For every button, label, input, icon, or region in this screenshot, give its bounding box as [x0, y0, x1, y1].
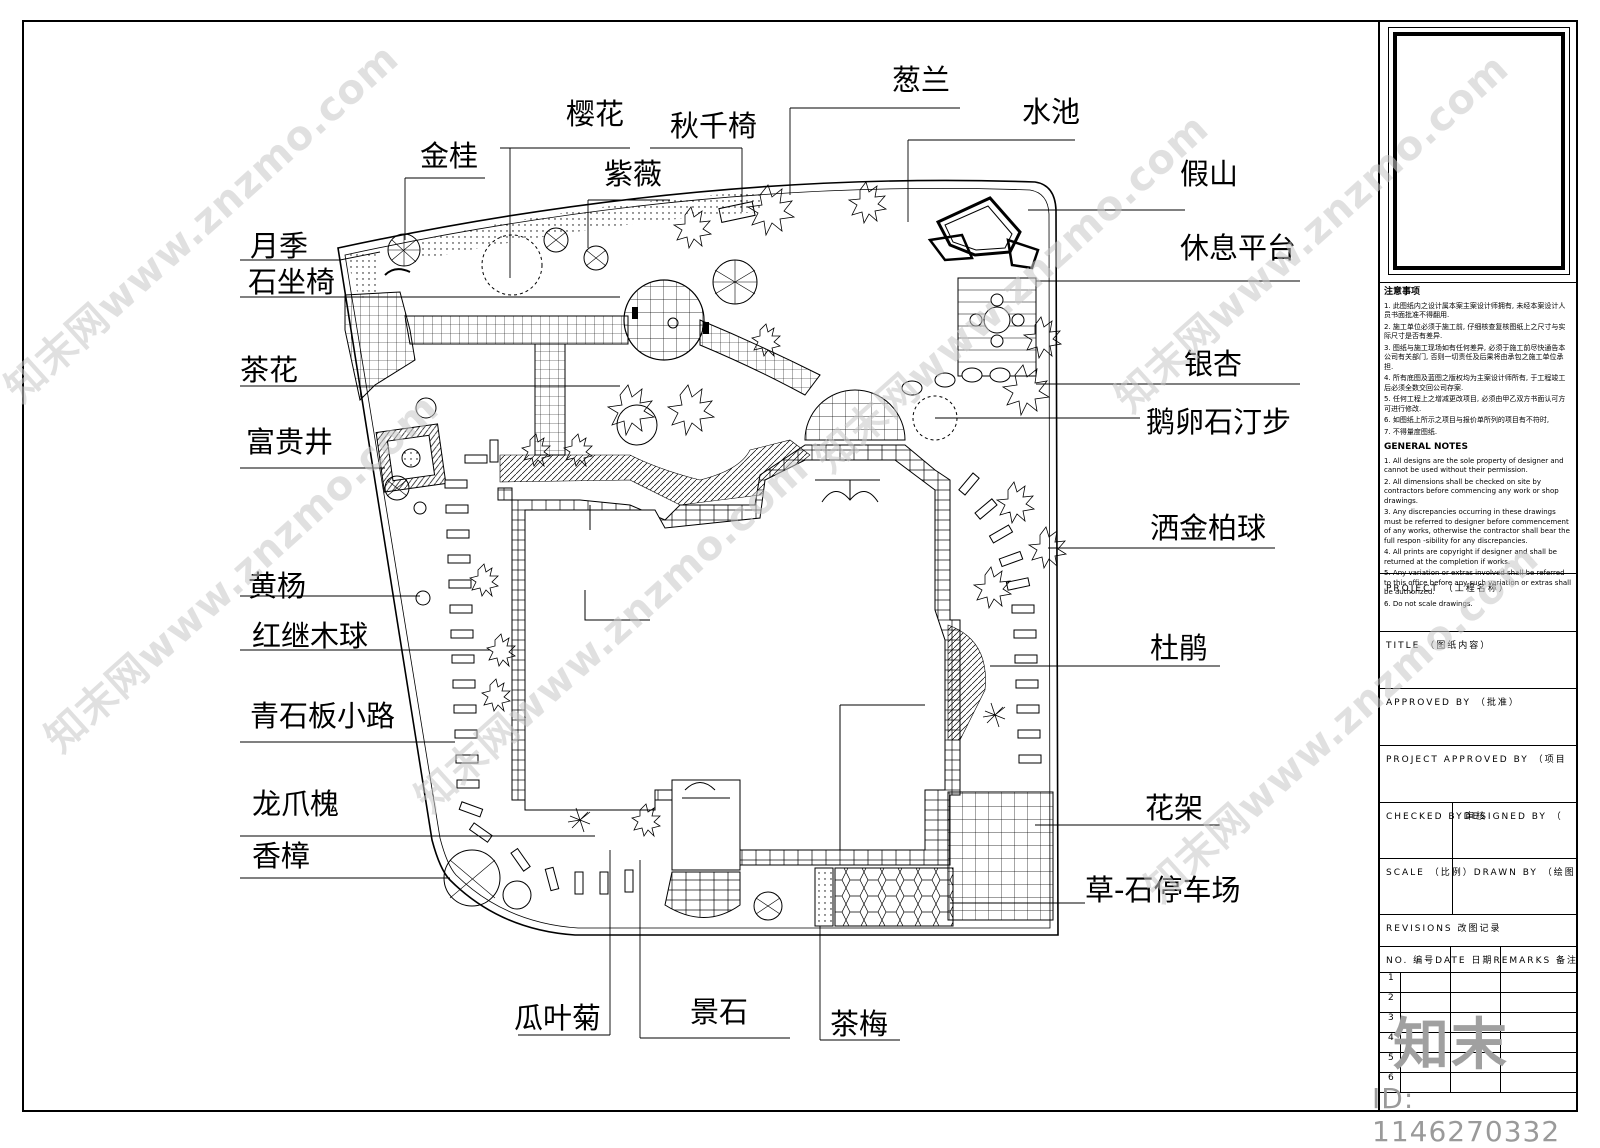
rev-row: 3 [1380, 1013, 1578, 1033]
label-yinghua: 樱花 [566, 97, 625, 131]
grass-stone-parking [834, 867, 954, 927]
path-stone [404, 315, 629, 345]
label-eluanshitingbu: 鹅卵石汀步 [1146, 405, 1292, 439]
trees [384, 227, 958, 921]
rev-row: 5 [1380, 1053, 1578, 1073]
label-huangyang: 黄杨 [248, 569, 307, 603]
note-cn: 5. 任何工程上之增减更改项目, 必须由甲乙双方书面认可方可进行修改. [1384, 395, 1566, 413]
paved-terrace-left [344, 291, 416, 402]
rev-row: 2 [1380, 993, 1578, 1013]
label-jingui: 金桂 [420, 139, 479, 173]
note-en: 3. Any discrepancies occurring in these … [1384, 508, 1570, 545]
label-longzhuahuai: 龙爪槐 [252, 787, 340, 821]
label-shizuoyi: 石坐椅 [248, 265, 336, 299]
rev-row: 4 [1380, 1033, 1578, 1053]
notes-heading: 注意事项 [1384, 287, 1421, 297]
note-en: 1. All designs are the sole property of … [1384, 456, 1564, 475]
label-sajinbaiqiu: 洒金柏球 [1150, 511, 1267, 545]
label-qingshibanxiaolu: 青石板小路 [250, 699, 396, 733]
pergola [947, 791, 1054, 921]
label-conglan: 葱兰 [892, 63, 951, 97]
label-huajia: 花架 [1145, 791, 1204, 825]
tb-approved: APPROVED BY （批准） [1380, 689, 1578, 746]
label-shuichi: 水池 [1022, 95, 1081, 129]
note-cn: 4. 所有底图及蓝图之版权均为主案设计师所有, 于工程竣工后必须全数交回公司存案… [1384, 374, 1566, 392]
label-xiuxipingtai: 休息平台 [1180, 231, 1297, 265]
stepping-stones-right [958, 472, 1042, 764]
tb-rev-rows: 1 2 3 4 5 6 [1380, 973, 1578, 1093]
rev-row: 6 [1380, 1073, 1578, 1093]
fortune-well [375, 423, 447, 493]
shrub-clusters [469, 181, 1068, 838]
brand-logo: 知末 [1393, 1013, 1509, 1078]
front-porch [671, 779, 741, 871]
tb-rev-cols: NO. 编号DATE 日期REMARKS 备注 [1380, 947, 1578, 973]
id-tag: ID: 1146270332 [1372, 1082, 1561, 1148]
title-block-box [1393, 32, 1565, 270]
note-en: 5. Any variation or extras involved shal… [1384, 569, 1572, 596]
label-hongjimuqiu: 红继木球 [252, 619, 369, 653]
note-en: 6. Do not scale drawings. [1384, 599, 1473, 608]
label-qiuqianyi: 秋千椅 [670, 109, 758, 143]
label-chamei: 茶梅 [830, 1007, 889, 1041]
label-chahua: 茶花 [240, 353, 299, 387]
leader-lines [240, 107, 1300, 1041]
note-cn: 2. 施工单位必须于施工前, 仔细核查复核图纸上之尺寸与实际尺寸是否有差异. [1384, 322, 1566, 341]
site-boundary [337, 179, 1059, 936]
label-xiangzhang: 香樟 [252, 839, 311, 873]
tb-title: TITLE （图纸内容） [1380, 632, 1578, 689]
label-yinxing: 银杏 [1184, 347, 1243, 381]
tb-project: PROJECT （工程名称） [1380, 575, 1578, 632]
note-en: 4. All prints are copyright if designer … [1384, 548, 1557, 566]
rev-row: 1 [1380, 973, 1578, 993]
label-dujuan: 杜鹃 [1150, 631, 1209, 665]
pebble-steps [901, 367, 1011, 396]
label-guayeju: 瓜叶菊 [514, 1001, 602, 1035]
title-block-box-inner [1388, 27, 1570, 275]
label-caoshitingchechang: 草-石停车场 [1085, 873, 1241, 907]
label-ziwei: 紫薇 [604, 157, 663, 191]
note-cn: 1. 此图纸内之设计属本案主案设计师拥有, 未经本案设计人员书面批准不得翻用. [1384, 301, 1566, 320]
drawing-frame [22, 20, 1578, 1112]
note-cn: 6. 如图纸上所示之项目与报价单所列的项目有不符时, [1384, 416, 1550, 424]
note-cn: 7. 不得量度图纸. [1384, 427, 1438, 436]
tb-checked-en: CHECKED BYDESIGNED BY （ [1386, 812, 1563, 822]
stepping-stones-left [444, 439, 634, 895]
label-fuguijing: 富贵井 [246, 425, 334, 459]
notes: 注意事项 1. 此图纸内之设计属本案主案设计师拥有, 未经本案设计人员书面批准不… [1384, 286, 1572, 611]
note-en: 2. All dimensions shall be checked on si… [1384, 477, 1559, 505]
title-block: PROJECT （工程名称） TITLE （图纸内容） APPROVED BY … [1378, 20, 1578, 1112]
notes-en-heading: GENERAL NOTES [1384, 442, 1468, 452]
label-jiashan: 假山 [1180, 157, 1239, 191]
tb-checked-cn: 审核 [1465, 812, 1488, 822]
note-cn: 3. 图纸与施工现场如有任何差异, 必须于施工前尽快通告本公司有关部门, 否则一… [1384, 343, 1566, 371]
label-yueji: 月季 [250, 229, 309, 263]
tb-scale: SCALE （比例）DRAWN BY （绘图） [1380, 859, 1578, 915]
tb-checked: CHECKED BYDESIGNED BY （ 审核 [1380, 803, 1578, 859]
rockery [927, 196, 1040, 270]
label-jingshi: 景石 [690, 995, 749, 1029]
tb-revisions: REVISIONS 改图记录 [1380, 915, 1578, 947]
tb-project-approved: PROJECT APPROVED BY （项目 [1380, 746, 1578, 803]
round-terrace [804, 389, 906, 441]
swing-pavilion [623, 279, 705, 361]
